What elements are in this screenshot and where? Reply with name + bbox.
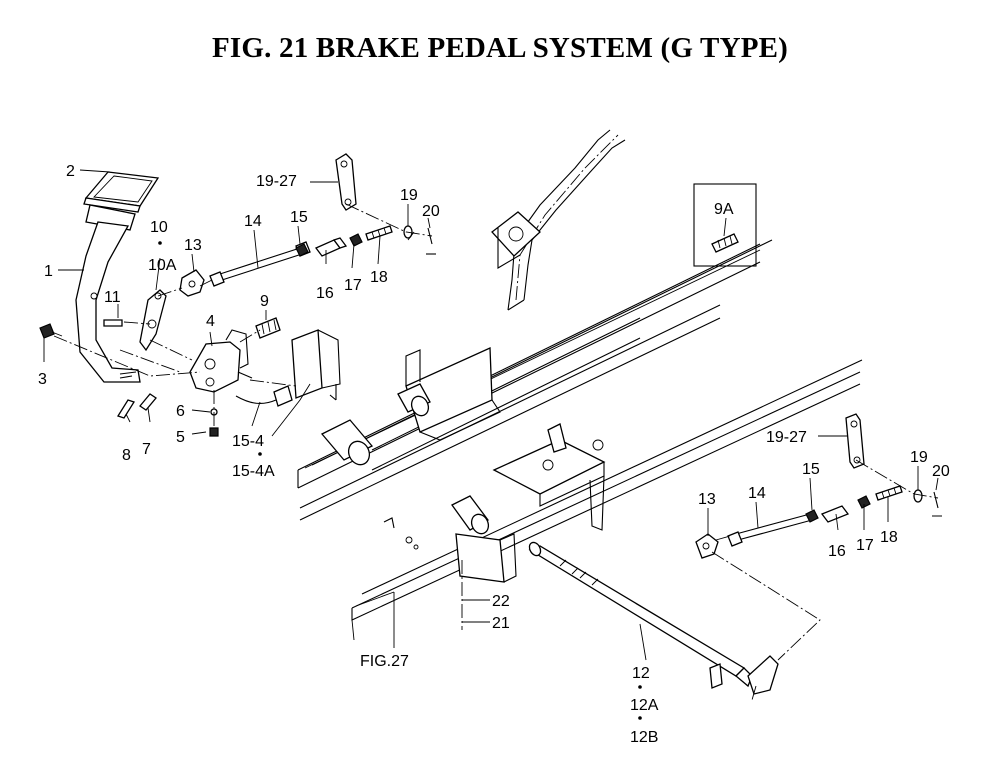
label-2: 2: [66, 163, 75, 180]
washer-19-right: [913, 489, 923, 503]
label-13-left: 13: [184, 237, 202, 254]
pin-20-right: [932, 491, 942, 517]
label-1: 1: [44, 263, 53, 280]
label-15-left: 15: [290, 209, 308, 226]
leader-lines: [43, 169, 939, 661]
brake-pedal-assembly: [39, 153, 436, 437]
label-17-right: 17: [856, 537, 874, 554]
label-19-27-left: 19-27: [256, 173, 297, 190]
part-labels: 2 1 3 11 10 10A 13 14 15 19-27 16 17 18 …: [38, 163, 950, 746]
label-20-right: 20: [932, 463, 950, 480]
nut-15-left: [295, 243, 309, 257]
bracket-4: [189, 341, 241, 393]
adjuster-16-right: [820, 505, 850, 523]
yoke-13-right: [695, 533, 719, 559]
right-rod-assembly: [695, 413, 942, 559]
spring-7: [139, 393, 157, 411]
label-20-left: 20: [422, 203, 440, 220]
label-12B: 12B: [630, 729, 658, 746]
label-17-left: 17: [344, 277, 362, 294]
label-12: 12: [632, 665, 650, 682]
label-12A: 12A: [630, 697, 659, 714]
label-fig27: FIG.27: [360, 653, 409, 670]
label-9A: 9A: [714, 201, 734, 218]
label-10: 10: [150, 219, 168, 236]
label-14-right: 14: [748, 485, 766, 502]
link-19-27-left: [335, 153, 357, 211]
label-19-left: 19: [400, 187, 418, 204]
figure-title: FIG. 21 BRAKE PEDAL SYSTEM (G TYPE): [211, 32, 789, 64]
label-15-4: 15-4: [232, 433, 264, 450]
label-16-right: 16: [828, 543, 846, 560]
bolt-8: [117, 399, 135, 419]
label-18-left: 18: [370, 269, 388, 286]
label-19-right: 19: [910, 449, 928, 466]
label-15-4A: 15-4A: [232, 463, 275, 480]
cross-shaft-12: [528, 541, 821, 701]
nut-15-right: [805, 509, 819, 523]
label-19-27-right: 19-27: [766, 429, 807, 446]
label-8: 8: [122, 447, 131, 464]
inset-box-9A: [693, 183, 757, 267]
label-10A: 10A: [148, 257, 177, 274]
label-18-right: 18: [880, 529, 898, 546]
nut-17-right: [857, 495, 871, 509]
label-21: 21: [492, 615, 510, 632]
label-13-right: 13: [698, 491, 716, 508]
label-3: 3: [38, 371, 47, 388]
label-15-right: 15: [802, 461, 820, 478]
chassis-frame: [291, 129, 863, 641]
label-11: 11: [104, 289, 121, 306]
brake-pedal-arm: [75, 221, 141, 383]
label-5: 5: [176, 429, 185, 446]
label-4: 4: [206, 313, 215, 330]
spring-9: [255, 317, 281, 339]
label-22: 22: [492, 593, 510, 610]
pin-5: [209, 427, 219, 437]
rod-15-4: [235, 395, 277, 405]
cotter-pin-11: [103, 319, 123, 327]
yoke-13-left: [179, 269, 205, 297]
brake-rod-14-left: [219, 247, 303, 281]
nut-17-left: [349, 233, 363, 247]
bolt-3: [39, 323, 55, 339]
label-6: 6: [176, 403, 185, 420]
brake-rod-14-right: [735, 513, 813, 541]
label-9: 9: [260, 293, 269, 310]
link-19-27-right: [845, 413, 865, 469]
label-16-left: 16: [316, 285, 334, 302]
label-7: 7: [142, 441, 151, 458]
label-14-left: 14: [244, 213, 262, 230]
